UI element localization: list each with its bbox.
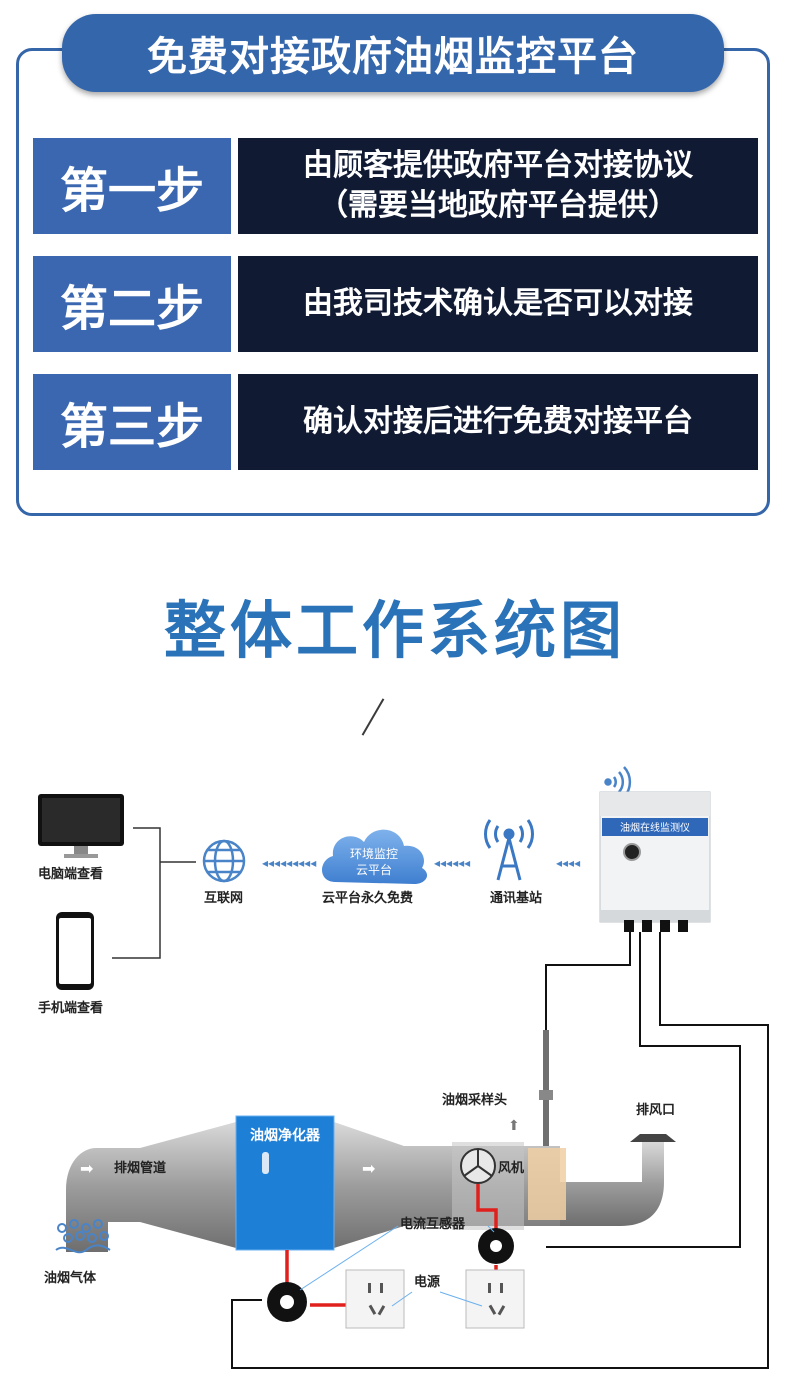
fan-icon xyxy=(460,1148,496,1184)
smoke-label: 油烟气体 xyxy=(44,1270,97,1286)
device-bracket xyxy=(112,827,196,959)
system-diagram: 电脑端查看 手机端查看 互联网 ◂◂◂◂◂◂◂◂◂ 环境监控 云平台 云平台永久… xyxy=(38,766,769,1369)
page-title: 免费对接政府油烟监控平台 xyxy=(62,14,724,92)
step-3-desc: 确认对接后进行免费对接平台 xyxy=(238,374,758,470)
probe-rod xyxy=(539,1030,553,1170)
monitor-box-label: 油烟在线监测仪 xyxy=(620,821,690,834)
antenna-icon xyxy=(483,819,535,881)
cloud-line1: 环境监控 xyxy=(350,846,398,861)
exit-arrow-icon: ➡ xyxy=(578,1153,591,1172)
internet-label: 互联网 xyxy=(204,891,243,906)
ct-leader-lines xyxy=(299,1225,495,1291)
step-2: 第二步 由我司技术确认是否可以对接 xyxy=(33,256,758,352)
step-1-desc: 由顾客提供政府平台对接协议 （需要当地政府平台提供） xyxy=(238,138,758,234)
step-3-label: 第三步 xyxy=(33,374,231,470)
pc-label: 电脑端查看 xyxy=(38,866,103,882)
ct-label: 电流互感器 xyxy=(400,1216,466,1232)
step-1-line2: （需要当地政府平台提供） xyxy=(318,188,678,223)
duct-arrow-icon: ➡ xyxy=(80,1159,93,1178)
phone-icon xyxy=(56,912,94,990)
step-1-line1: 由顾客提供政府平台对接协议 xyxy=(303,148,693,183)
duct-label: 排烟管道 xyxy=(114,1160,166,1176)
phone-label: 手机端查看 xyxy=(38,1000,103,1016)
current-transformer-2 xyxy=(478,1228,514,1264)
wifi-icon xyxy=(604,766,632,798)
cloud-icon xyxy=(321,829,428,884)
power-label: 电源 xyxy=(414,1274,440,1290)
power-leader-lines xyxy=(391,1291,483,1307)
step-2-desc: 由我司技术确认是否可以对接 xyxy=(238,256,758,352)
step-2-label: 第二步 xyxy=(33,256,231,352)
smoke-icon xyxy=(55,1219,111,1254)
purifier-box xyxy=(235,1115,335,1251)
monitor-box xyxy=(599,791,711,932)
up-arrow-icon: ⬆ xyxy=(508,1118,520,1134)
outlet-elbow xyxy=(560,1134,676,1226)
step-3: 第三步 确认对接后进行免费对接平台 xyxy=(33,374,758,470)
step-3-line1: 确认对接后进行免费对接平台 xyxy=(303,404,693,439)
monitor-icon xyxy=(38,794,124,858)
current-transformer-1 xyxy=(267,1282,307,1322)
flow-arrow-icon: ➡ xyxy=(362,1159,375,1178)
socket-1 xyxy=(345,1269,405,1329)
outlet-label: 排风口 xyxy=(636,1102,675,1118)
purifier-label: 油烟净化器 xyxy=(250,1127,321,1144)
cloud-caption: 云平台永久免费 xyxy=(322,890,413,906)
probe-label: 油烟采样头 xyxy=(442,1092,507,1108)
globe-icon xyxy=(202,839,246,883)
arrow-to-internet-icon: ◂◂◂◂◂◂◂◂◂ xyxy=(262,856,316,870)
step-2-line1: 由我司技术确认是否可以对接 xyxy=(303,286,693,321)
arrow-to-cloud-icon: ◂◂◂◂◂◂ xyxy=(434,856,470,870)
step-1-label: 第一步 xyxy=(33,138,231,234)
fan-label: 风机 xyxy=(498,1160,524,1176)
slash-divider xyxy=(361,698,385,736)
arrow-to-station-icon: ◂◂◂◂ xyxy=(556,856,580,870)
socket-2 xyxy=(465,1269,525,1329)
step-1: 第一步 由顾客提供政府平台对接协议 （需要当地政府平台提供） xyxy=(33,138,758,234)
cloud-line2: 云平台 xyxy=(356,862,392,877)
station-label: 通讯基站 xyxy=(490,890,542,906)
system-title: 整体工作系统图 xyxy=(163,594,626,667)
